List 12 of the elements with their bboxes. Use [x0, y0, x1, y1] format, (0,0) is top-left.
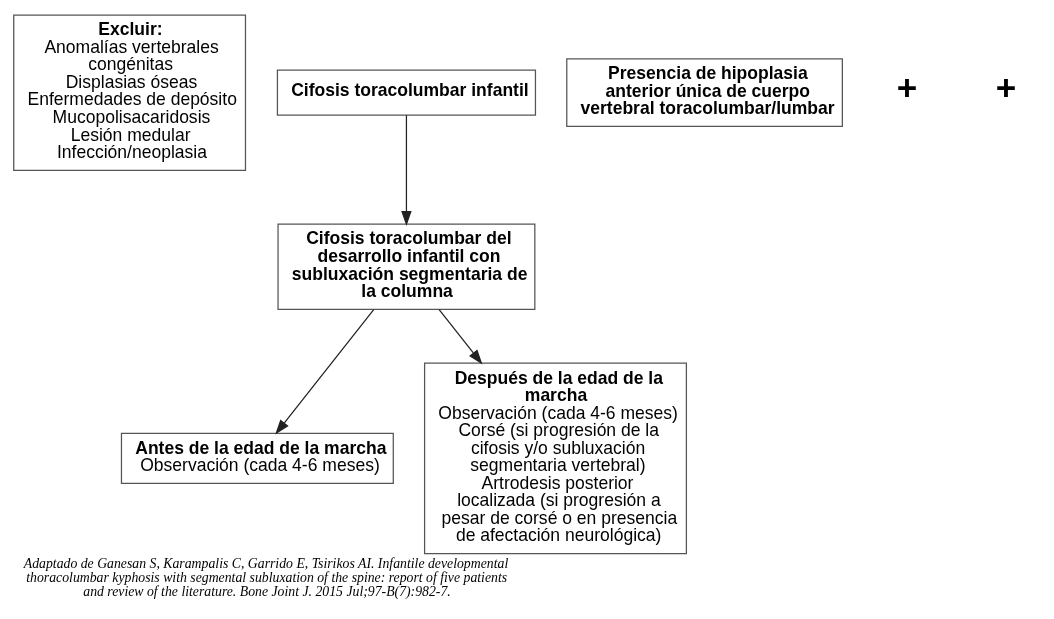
node-box: Excluir: Anomalías vertebrales congénitas Displasias óseas Enfermedades de depósito Mucopolisacaridosis Lesión medular Infección/neoplasia — [13, 13, 247, 171]
arrow — [275, 308, 375, 435]
node-box: Después de la edad de la marcha Observación (cada 4-6 meses) Corsé (si progresión de la cifosis y/o subluxación segmentaria vertebral) Artrodesis posterior localizada (si progresión a pesar de corsé o en presencia de afectación neurológica) — [423, 362, 687, 554]
caption: Adaptado de Ganesan S, Karampalis C, Garrido E, Tsirikos AI. Infantile developmental thoracolumbar kyphosis with segmental subluxation of the spine: report of five patients and review of the literature. Bone Joint J. 2015 Jul;97-B(7):982-7. — [23, 555, 509, 599]
label: + — [995, 67, 1017, 107]
node-box: Cifosis toracolumbar del desarrollo infantil con subluxación segmentaria de la columna — [277, 223, 536, 310]
arrow — [438, 308, 483, 365]
node-box: Antes de la edad de la marcha Observación (cada 4-6 meses) — [120, 432, 394, 484]
arrow — [401, 114, 412, 226]
node-box: Cifosis toracolumbar infantil — [276, 69, 537, 116]
label: + — [896, 67, 918, 107]
node-box: Presencia de hipoplasia anterior única de cuerpo vertebral toracolumbar/lumbar — [566, 57, 843, 127]
